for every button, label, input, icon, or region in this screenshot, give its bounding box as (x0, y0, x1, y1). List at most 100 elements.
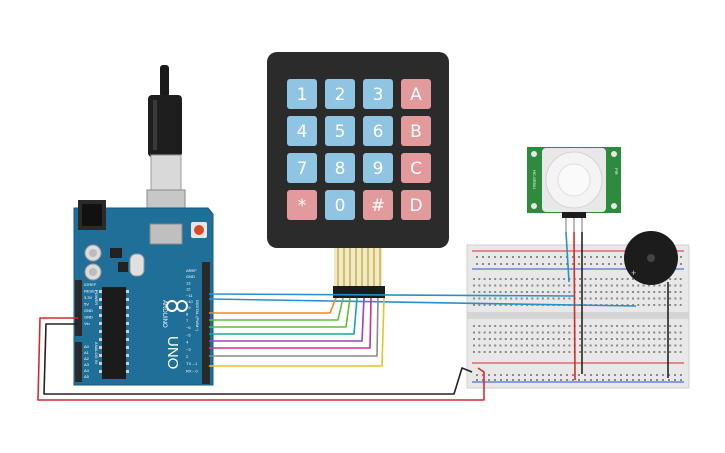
keypad-key-label: 5 (335, 122, 346, 142)
pin-label: 4 (186, 340, 189, 345)
pin-label: 13 (186, 280, 191, 285)
wire-pin12-pir (208, 293, 576, 297)
keypad-key-label: # (371, 196, 385, 216)
keypad-key-label: C (410, 159, 422, 179)
keypad-key-label: 2 (335, 85, 346, 105)
pin-label: A5 (84, 374, 90, 379)
wire-pir-signal (565, 231, 570, 283)
wire-keypad-5 (209, 297, 365, 342)
keypad-key-#: # (363, 190, 393, 220)
pin-label: ~6 (186, 325, 191, 330)
pin-label: A1 (84, 350, 90, 355)
wire-keypad-1 (209, 297, 337, 314)
keypad-key-label: 3 (373, 85, 384, 105)
usb-port (149, 223, 183, 245)
keypad-key-label: 4 (297, 122, 308, 142)
pin-label: 3.3V (84, 295, 93, 300)
wire-keypad-6 (209, 297, 372, 349)
pir-label-left: HC-SR501 (532, 170, 537, 190)
pin-label: IOREF (84, 282, 97, 287)
keypad-key-6: 6 (363, 116, 393, 146)
arduino-logo (166, 300, 188, 312)
arduino-brand-text: ARDUINO (161, 300, 167, 328)
keypad-key-7: 7 (287, 153, 317, 183)
pin-label: A0 (84, 344, 90, 349)
pin-label: A2 (84, 356, 90, 361)
pin-label: 7 (186, 318, 189, 323)
wires (37, 231, 669, 401)
power-header (75, 280, 82, 336)
wire-pir-vcc (573, 231, 576, 381)
analog-label: ANALOG IN (94, 342, 99, 364)
keypad-key-1: 1 (287, 79, 317, 109)
pin-label: ~3 (186, 347, 191, 352)
keypad-key-label: 0 (335, 196, 346, 216)
keypad-connector (333, 286, 385, 298)
keypad-key-0: 0 (325, 190, 355, 220)
wire-keypad-4 (209, 297, 358, 335)
pin-label: TX→1 (186, 361, 198, 366)
pir-label-right: PIR (614, 168, 619, 175)
pin-label: ~9 (186, 305, 191, 310)
arduino-model-text: UNO (164, 336, 181, 369)
pin-label: AREF (186, 268, 197, 273)
keypad-key-label: 8 (335, 159, 346, 179)
keypad-key-label: D (409, 196, 422, 216)
wire-keypad-8 (209, 297, 385, 367)
keypad-key-2: 2 (325, 79, 355, 109)
wire-keypad-7 (209, 297, 379, 357)
keypad-key-3: 3 (363, 79, 393, 109)
buzzer-plus-sign: + (631, 268, 636, 278)
wire-gnd (43, 323, 473, 395)
keypad-key-4: 4 (287, 116, 317, 146)
keypad-key-*: * (287, 190, 317, 220)
keypad-key-8: 8 (325, 153, 355, 183)
keypad-key-D: D (401, 190, 431, 220)
pin-label: A3 (84, 362, 90, 367)
pin-label: GND (84, 308, 93, 313)
piezo-buzzer: + (624, 231, 678, 285)
pin-label: Vin (84, 321, 90, 326)
keypad-key-label: * (298, 196, 307, 216)
arduino-uno-board: ARDUINO UNO DIGITAL (PWM~) ANALOG IN POW… (73, 200, 214, 386)
wire-5v (37, 317, 485, 401)
power-label: POWER (94, 290, 99, 305)
pin-label: RX←0 (186, 368, 199, 373)
usb-cable (146, 65, 186, 231)
pin-label: GND (186, 274, 195, 279)
wire-keypad-2 (209, 297, 344, 321)
keypad-key-label: 9 (373, 159, 384, 179)
keypad-key-5: 5 (325, 116, 355, 146)
keypad-key-label: 1 (297, 85, 308, 105)
microcontroller-chip (102, 287, 126, 379)
pin-label: 5V (84, 302, 89, 307)
digital-header-bottom (202, 314, 210, 384)
pin-label: ~5 (186, 332, 191, 337)
keypad-key-label: 7 (297, 159, 308, 179)
keypad-key-label: 6 (373, 122, 384, 142)
wire-keypad-3 (209, 297, 351, 328)
digital-label: DIGITAL (PWM~) (195, 300, 200, 332)
pin-label: 8 (186, 311, 189, 316)
wire-pin11-buzzer (208, 298, 637, 307)
pin-label: 2 (186, 354, 189, 359)
keypad-key-label: A (410, 85, 422, 105)
keypad-key-B: B (401, 116, 431, 146)
pin-label: RESET (84, 289, 98, 294)
digital-pin-labels-bottom: 7 ~6 ~5 4 ~3 2TX→1RX←0 (186, 318, 199, 373)
digital-header-top (202, 262, 210, 320)
pin-label: GND (84, 315, 93, 320)
keypad-key-A: A (401, 79, 431, 109)
pir-sensor: HC-SR501 PIR (527, 147, 621, 232)
analog-header (75, 342, 82, 382)
pin-label: 12 (186, 287, 191, 292)
pin-label: ~11 (186, 293, 193, 298)
keypad-key-9: 9 (363, 153, 393, 183)
keypad-ribbon-cable (333, 248, 385, 298)
pin-label: A4 (84, 368, 90, 373)
